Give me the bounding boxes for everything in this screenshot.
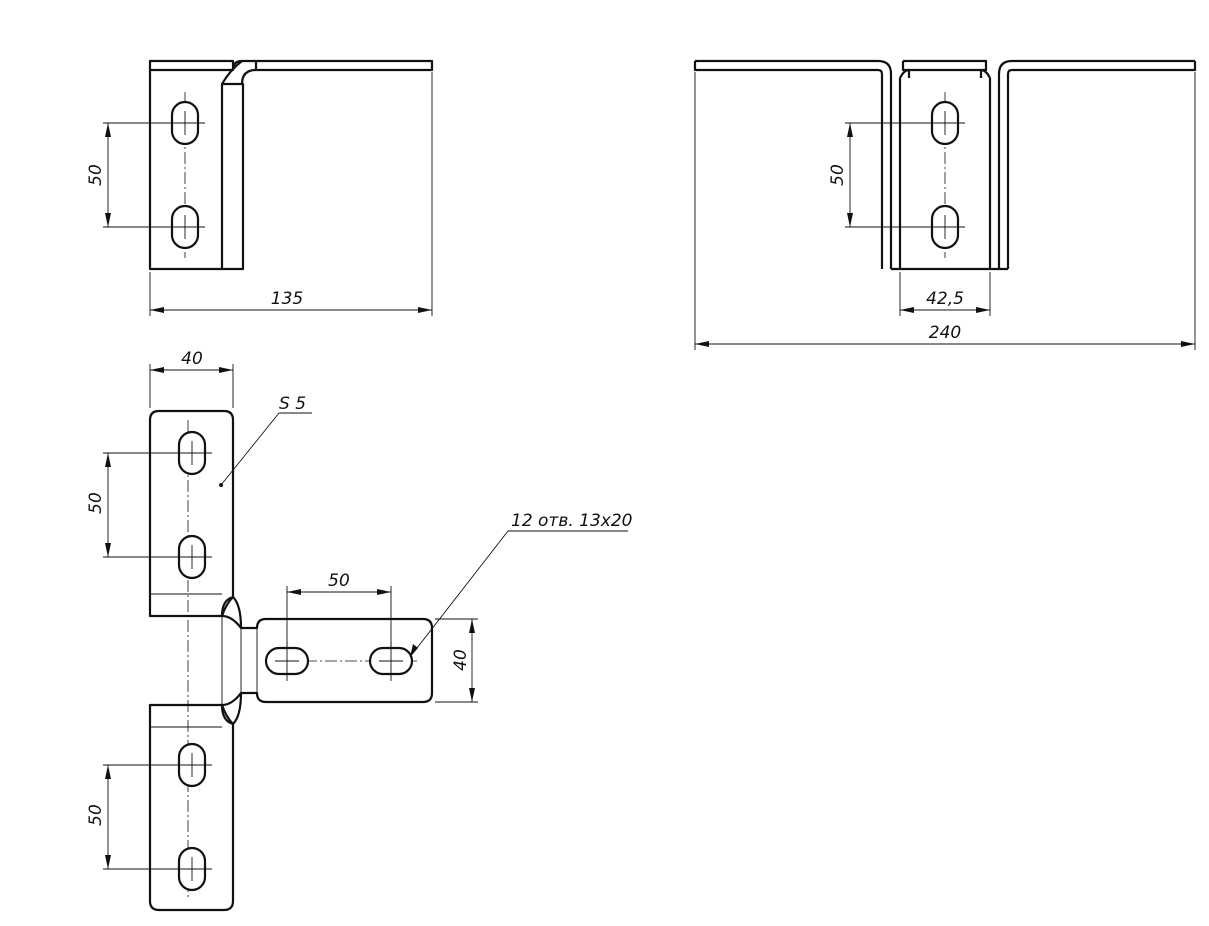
side-view-dim-inner-width: 42,5 <box>926 289 964 309</box>
flat-pattern-dim-tab-width: 40 <box>181 349 203 369</box>
flat-pattern-dim-right-pitch: 50 <box>328 571 350 591</box>
side-view-flange-right <box>997 59 1197 269</box>
flat-pattern-thickness-label: S 5 <box>279 394 306 414</box>
front-view: 50 135 <box>86 59 434 316</box>
front-view-bend <box>221 59 257 85</box>
front-view-top-flange-left <box>148 59 235 72</box>
side-view-center-flange <box>901 59 988 78</box>
flat-pattern-hole-callout: 12 отв. 13x20 <box>511 511 633 531</box>
front-view-dim-overall-depth: 135 <box>271 289 303 309</box>
flat-pattern-dim-right-width: 40 <box>451 649 471 671</box>
side-view-dim-hole-pitch: 50 <box>828 164 848 186</box>
side-view-dim-overall-width: 240 <box>929 323 961 343</box>
flat-pattern-bend-relief-upper <box>220 595 243 629</box>
flat-pattern-dim-upper-pitch: 50 <box>86 492 106 514</box>
flat-pattern: 40 S 5 50 50 50 40 <box>86 349 633 912</box>
side-view-flange-left <box>693 59 893 269</box>
front-view-top-flange-right <box>254 59 434 72</box>
flat-pattern-dim-lower-pitch: 50 <box>86 804 106 826</box>
flat-pattern-bend-relief-lower <box>220 692 243 726</box>
side-view-center-plate <box>891 68 1008 271</box>
side-view: 50 42,5 240 <box>693 59 1197 350</box>
flat-pattern-outline <box>148 409 434 912</box>
front-view-dim-hole-pitch: 50 <box>86 164 106 186</box>
